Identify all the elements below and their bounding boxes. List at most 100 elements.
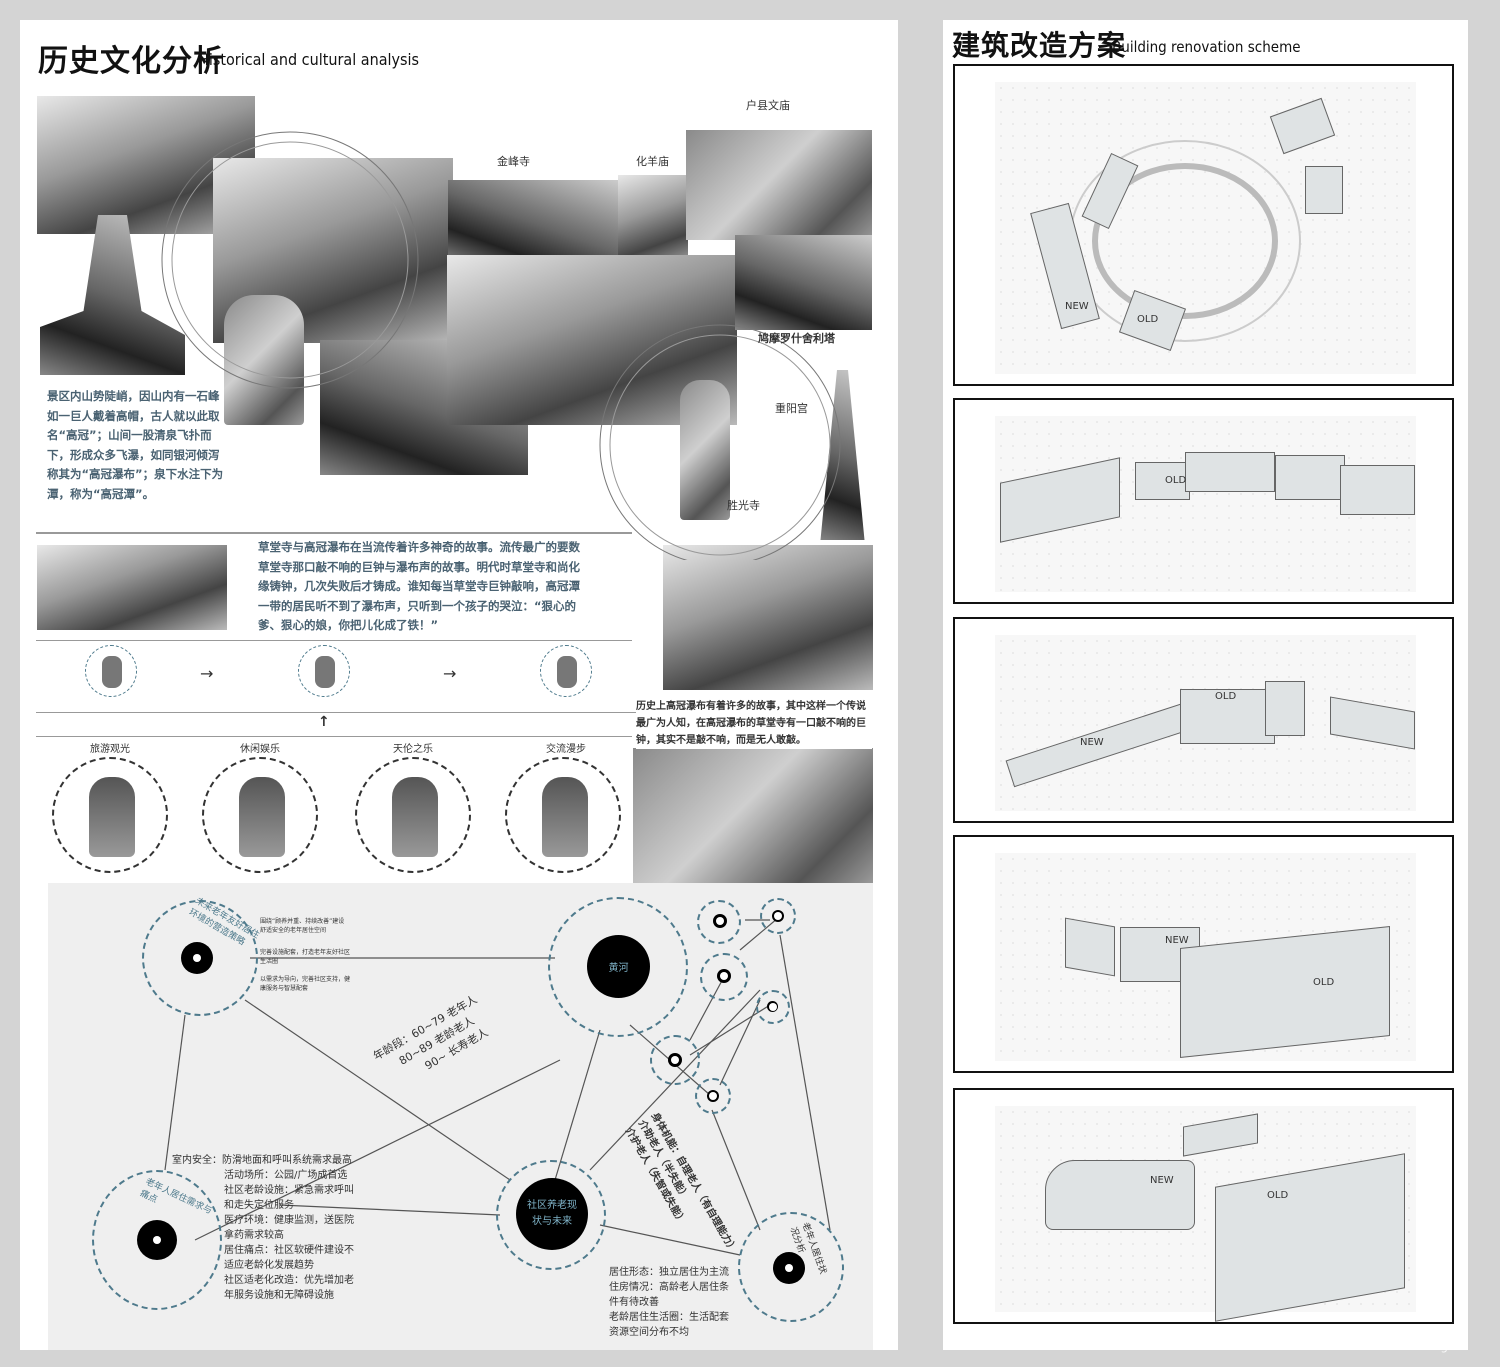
legend-text: 历史上高冠瀑布有着许多的故事，其中这样一个传说最广为人知，在高冠瀑布的草堂寺有一… (636, 698, 872, 749)
new-building (1275, 455, 1345, 500)
divider (36, 712, 866, 713)
divider (36, 532, 632, 534)
minor-node (695, 1078, 731, 1114)
minor-node-dot (717, 969, 731, 983)
stage-circle (298, 645, 350, 697)
renovation-title-cn: 建筑改造方案 (952, 29, 1127, 62)
housing-line: 老龄居住生活圈：生活配套资源空间分布不均 (609, 1312, 729, 1338)
minor-node (760, 898, 796, 934)
visitors-photo (224, 295, 304, 425)
activity-leisure (202, 757, 318, 873)
activity-label: 旅游观光 (90, 744, 130, 755)
minor-node-dot (767, 1001, 778, 1012)
minor-node (700, 953, 748, 1001)
needs-text: 室内安全：防滑地面和呼叫系统需求最高 活动场所：公园/广场成首选 社区老龄设施：… (172, 1153, 357, 1303)
arrow-right-icon: → (200, 664, 214, 683)
decorative-arcs (161, 131, 841, 560)
old-label: OLD (1165, 475, 1187, 486)
arrow-up-icon: ↑ (318, 714, 330, 730)
divider (36, 736, 632, 737)
activity-sightseeing (52, 757, 168, 873)
new-label: NEW (1165, 935, 1189, 946)
huayang-temple-photo (618, 175, 688, 270)
temple-gate-photo (735, 235, 872, 330)
future-note: 围绕“顾养并重、持续改善”建设舒适安全的老年居住空间 (260, 918, 345, 934)
axon-view-2-frame: NEW OLD (953, 617, 1454, 823)
old-label: OLD (1267, 1190, 1289, 1201)
watermark-url: xafa.meishu.org.cn (1350, 1339, 1466, 1353)
watermark: 西安美术学院毕业展 xafa.meishu.org.cn (1351, 1322, 1466, 1353)
minor-node-dot (707, 1090, 719, 1102)
new-building (1045, 1160, 1195, 1230)
housing-line: 住房情况：高龄老人居住条件有待改善 (609, 1282, 729, 1308)
history-title-cn: 历史文化分析 (38, 44, 224, 79)
activity-family (355, 757, 471, 873)
analysis-node (773, 1252, 805, 1284)
tourist-photo (680, 380, 730, 520)
site-plan-arcs (1069, 140, 1301, 342)
place-kumarajiva-stupa: 鸠摩罗什舍利塔 (758, 332, 835, 345)
needs-line: 活动场所：公园/广场成首选 (224, 1170, 348, 1181)
minor-node-dot (772, 910, 784, 922)
old-label: OLD (1215, 691, 1237, 702)
old-building (1305, 166, 1343, 214)
renovation-title-en: Building renovation scheme (1112, 38, 1301, 56)
needs-line: 医疗环境：健康监测，送医院拿药需求较高 (224, 1215, 354, 1241)
place-huxian-temple: 户县文庙 (746, 99, 790, 112)
activity-label: 交流漫步 (546, 744, 586, 755)
old-building (1180, 925, 1390, 1059)
old-building (1265, 681, 1305, 736)
activity-label: 天伦之乐 (393, 744, 433, 755)
stage-circle (85, 645, 137, 697)
river-node-ring (548, 897, 688, 1037)
activity-walking (505, 757, 621, 873)
community-node: 社区养老现状与未来 (516, 1178, 588, 1250)
community-node-ring (496, 1160, 606, 1270)
needs-line: 室内安全：防滑地面和呼叫系统需求最高 (172, 1155, 352, 1166)
minor-node-dot (668, 1053, 682, 1067)
axon-view-3-frame: NEW OLD (953, 835, 1454, 1073)
place-huayang-temple: 化羊庙 (636, 155, 669, 168)
analysis-node-ring (738, 1212, 844, 1322)
old-building (1180, 689, 1275, 744)
river-node: 黄河 (587, 935, 650, 998)
future-node-ring (142, 900, 258, 1016)
new-label: NEW (1065, 301, 1089, 312)
plan-view-frame: NEW OLD (953, 64, 1454, 386)
needs-node-ring (92, 1170, 222, 1310)
confucian-temple-photo (686, 130, 872, 240)
minor-node (756, 990, 790, 1024)
place-chongyang-palace: 重阳宫 (775, 402, 808, 415)
housing-text: 居住形态：独立居住为主流 住房情况：高龄老人居住条件有待改善 老龄居住生活圈：生… (609, 1265, 733, 1340)
future-note: 以需求为导向，完善社区支持，健康服务与智慧配套 (260, 976, 351, 992)
new-label: NEW (1080, 737, 1104, 748)
temple-courtyard-photo (633, 748, 873, 883)
caotang-temple-photo (37, 545, 227, 630)
housing-line: 居住形态：独立居住为主流 (609, 1267, 729, 1278)
minor-node (697, 900, 741, 944)
new-building (1340, 465, 1415, 515)
needs-line: 社区适老化改造：优先增加老年服务设施和无障碍设施 (224, 1275, 354, 1301)
stage-circle (540, 645, 592, 697)
future-node (181, 942, 213, 974)
needs-line: 社区老龄设施：紧急需求呼叫和走失定位服务 (224, 1185, 354, 1211)
minor-node-dot (713, 914, 727, 928)
story-text: 草堂寺与高冠瀑布在当流传着许多神奇的故事。流传最广的要数草堂寺那口敲不响的巨钟与… (258, 540, 580, 632)
minor-node (650, 1035, 700, 1085)
history-title-en: Historical and cultural analysis (198, 50, 420, 69)
activity-label: 休闲娱乐 (240, 744, 280, 755)
divider (36, 640, 632, 641)
new-building (1135, 462, 1190, 500)
intro-text: 景区内山势陡峭，因山内有一石峰如一巨人戴着高帽，古人就以此取名“高冠”；山间一股… (47, 389, 224, 501)
new-label: NEW (1150, 1175, 1174, 1186)
network-lines (164, 917, 831, 1256)
place-shengguang-temple: 胜光寺 (727, 499, 760, 512)
watermark-title: 西安美术学院毕业展 (1357, 1324, 1466, 1338)
arrow-right-icon: → (443, 664, 457, 683)
place-jinfeng-temple: 金峰寺 (497, 155, 530, 168)
needs-line: 居住痛点：社区软硬件建设不适应老龄化发展趋势 (224, 1245, 354, 1271)
future-note: 完善设施配套，打造老年友好社区生活圈 (260, 949, 351, 965)
new-building (1185, 452, 1275, 492)
old-label: OLD (1313, 977, 1335, 988)
new-building (1065, 917, 1115, 977)
